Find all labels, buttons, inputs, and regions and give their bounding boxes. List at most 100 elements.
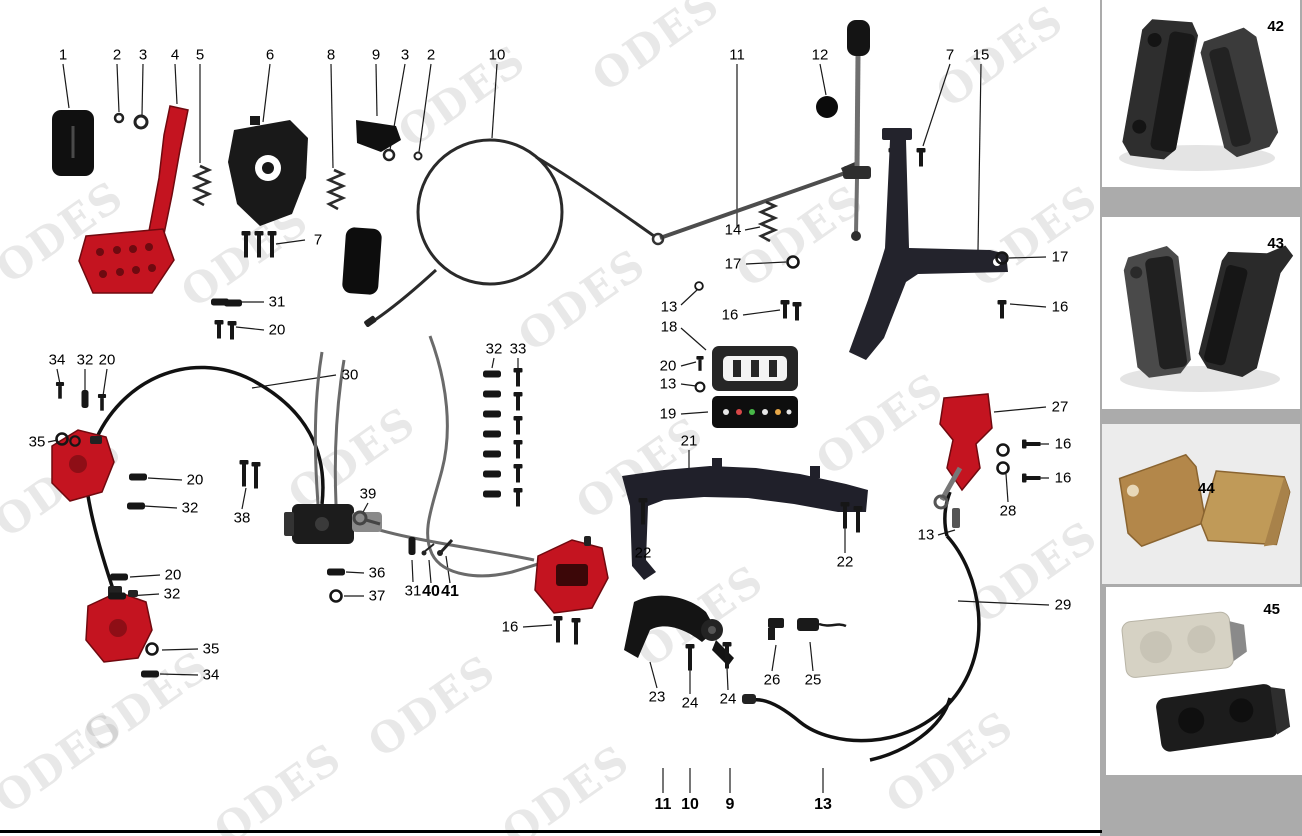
brake-pads-44-illustration xyxy=(1118,453,1291,548)
part-callout-9: 9 xyxy=(371,46,381,64)
part-callout-18: 18 xyxy=(660,318,678,336)
part-callout-28: 28 xyxy=(999,502,1017,520)
part-frame-bracket-15 xyxy=(849,128,1008,360)
part-lever-9 xyxy=(356,120,401,152)
part-callout-39: 39 xyxy=(359,485,377,503)
part-callout-22: 22 xyxy=(836,553,854,571)
part-callout-10: 10 xyxy=(488,46,506,64)
part-callout-31: 31 xyxy=(268,293,286,311)
part-callout-32: 32 xyxy=(485,340,503,358)
part-gear-shifter xyxy=(843,20,871,241)
part-callout-16: 16 xyxy=(1051,298,1069,316)
part-callout-17: 17 xyxy=(1051,248,1069,266)
part-callout-16: 16 xyxy=(501,618,519,636)
brake-pads-45-illustration xyxy=(1121,611,1291,752)
part-callout-32: 32 xyxy=(181,499,199,517)
part-callout-3: 3 xyxy=(400,46,410,64)
part-washers-9 xyxy=(382,148,423,162)
part-brake-pedal-red xyxy=(78,105,189,294)
part-brake-cable-29 xyxy=(752,491,981,762)
part-callout-8: 8 xyxy=(326,46,336,64)
panel-number-label: 44 xyxy=(1198,480,1215,497)
part-callout-11: 11 xyxy=(729,46,745,64)
part-callout-20: 20 xyxy=(268,321,286,339)
part-callout-16: 16 xyxy=(721,306,739,324)
panel-number-label: 42 xyxy=(1267,18,1284,35)
part-pedal-rubber-2 xyxy=(342,227,382,295)
part-callout-35: 35 xyxy=(28,433,46,451)
part-callout-22: 22 xyxy=(634,544,652,562)
part-callout-13: 13 xyxy=(917,526,935,544)
part-callout-37: 37 xyxy=(368,587,386,605)
part-callout-2: 2 xyxy=(426,46,436,64)
part-red-bracket-27 xyxy=(933,393,993,510)
part-callout-16: 16 xyxy=(1054,469,1072,487)
part-callout-13: 13 xyxy=(660,298,678,316)
part-callout-38: 38 xyxy=(233,509,251,527)
part-callout-1: 1 xyxy=(58,46,68,64)
brake-pads-42-illustration xyxy=(1119,19,1279,171)
part-mount-bracket-6 xyxy=(228,116,308,226)
part-callout-27: 27 xyxy=(1051,398,1069,416)
part-callout-16: 16 xyxy=(1054,435,1072,453)
part-callout-34: 34 xyxy=(202,666,220,684)
part-callout-20: 20 xyxy=(164,566,182,584)
part-callout-10: 10 xyxy=(681,796,699,813)
panel-number-label: 45 xyxy=(1263,601,1280,618)
part-callout-15: 15 xyxy=(972,46,990,64)
part-caliper-upper-left xyxy=(51,429,115,502)
part-callout-4: 4 xyxy=(170,46,180,64)
part-callout-20: 20 xyxy=(659,357,677,375)
part-callout-29: 29 xyxy=(1054,596,1072,614)
part-washers-top-left xyxy=(113,112,149,130)
part-callout-24: 24 xyxy=(681,694,699,712)
part-throttle-cable-10 xyxy=(364,138,655,327)
part-callout-21: 21 xyxy=(680,432,698,450)
bottom-rule xyxy=(0,830,1102,833)
part-caliper-center xyxy=(534,536,609,614)
part-callout-3: 3 xyxy=(138,46,148,64)
part-callout-7: 7 xyxy=(313,231,323,249)
part-plate-18 xyxy=(712,346,798,391)
part-callout-12: 12 xyxy=(811,46,829,64)
brake-pad-photo-column: 42 43 xyxy=(1100,0,1302,836)
part-screws-31-40-41 xyxy=(408,537,454,556)
part-callout-2: 2 xyxy=(112,46,122,64)
part-callout-20: 20 xyxy=(98,351,116,369)
part-knob-ball-12 xyxy=(816,96,838,118)
part-callout-25: 25 xyxy=(804,671,822,689)
part-callout-9: 9 xyxy=(725,796,735,813)
part-callout-6: 6 xyxy=(265,46,275,64)
part-callout-32: 32 xyxy=(163,585,181,603)
part-callout-33: 33 xyxy=(509,340,527,358)
part-callout-40: 40 xyxy=(422,583,440,600)
part-callout-17: 17 xyxy=(724,255,742,273)
part-bracket-26 xyxy=(768,618,784,640)
part-callout-30: 30 xyxy=(341,366,359,384)
part-callout-26: 26 xyxy=(763,671,781,689)
part-clevis-39 xyxy=(352,510,381,526)
part-callout-24: 24 xyxy=(719,690,737,708)
photo-panel-44: 44 xyxy=(1102,424,1300,584)
part-callout-5: 5 xyxy=(195,46,205,64)
part-callout-13: 13 xyxy=(659,375,677,393)
part-callout-7: 7 xyxy=(945,46,955,64)
part-pedal-pad xyxy=(52,110,94,176)
photo-panel-42: 42 xyxy=(1102,0,1300,187)
part-callout-19: 19 xyxy=(659,405,677,423)
part-callout-36: 36 xyxy=(368,564,386,582)
part-callout-35: 35 xyxy=(202,640,220,658)
part-callout-11: 11 xyxy=(654,796,672,813)
part-callout-14: 14 xyxy=(724,221,742,239)
photo-panel-45: 45 xyxy=(1106,587,1302,775)
part-switch-25 xyxy=(797,618,847,631)
part-callout-20: 20 xyxy=(186,471,204,489)
part-indicator-panel-19 xyxy=(712,396,798,428)
part-callout-23: 23 xyxy=(648,688,666,706)
panel-number-label: 43 xyxy=(1267,235,1284,252)
part-master-cylinder xyxy=(284,504,382,544)
part-cable-ends-13 xyxy=(742,508,960,704)
